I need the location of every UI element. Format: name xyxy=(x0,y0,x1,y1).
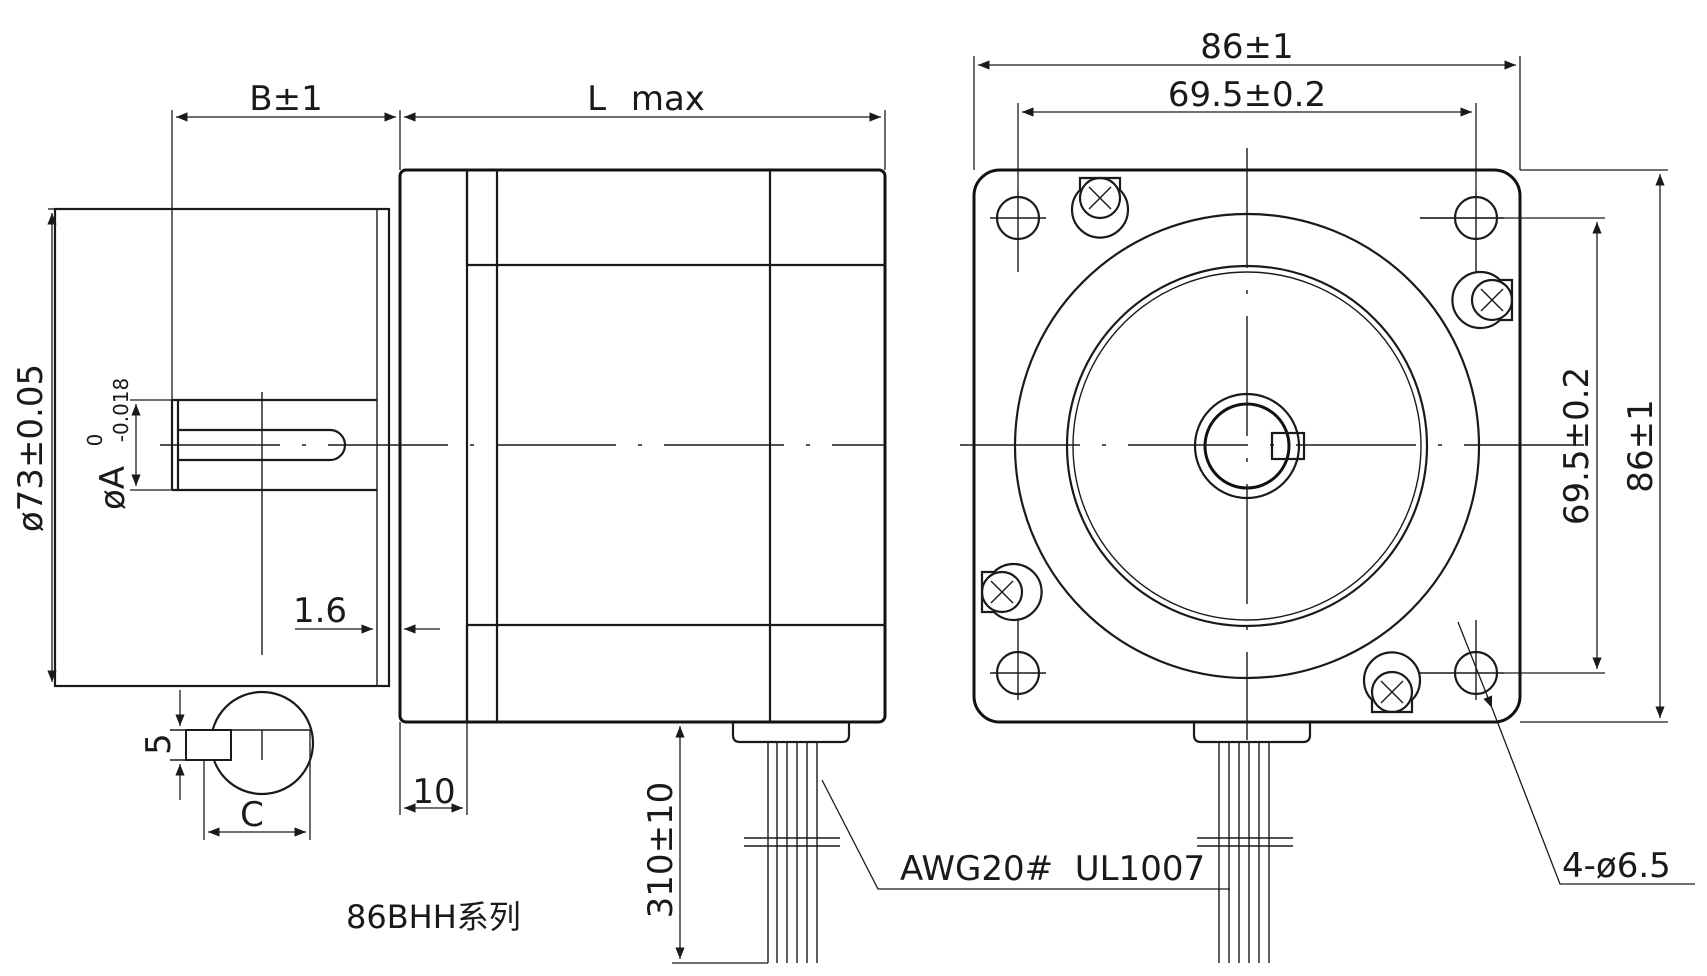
label-shaft-tol-upper: 0 xyxy=(83,434,107,447)
dimension-labels: B±1 L max ø73±0.05 øA 0 -0.018 1.6 10 5 … xyxy=(11,27,1671,936)
screw xyxy=(1070,176,1130,239)
lead-wires-front xyxy=(1197,742,1293,963)
label-body-length: L max xyxy=(587,79,705,119)
label-hole-spacing-y: 69.5±0.2 xyxy=(1557,367,1597,525)
label-wire-spec: AWG20# UL1007 xyxy=(900,849,1205,889)
label-flat-width: C xyxy=(240,795,264,835)
lead-wires-side xyxy=(744,742,840,963)
mount-hole xyxy=(990,620,1046,700)
mount-hole xyxy=(990,190,1046,272)
shaft-section xyxy=(170,690,315,796)
label-pilot-diameter: ø73±0.05 xyxy=(11,364,51,532)
label-mount-holes: 4-ø6.5 xyxy=(1562,846,1671,886)
front-view xyxy=(960,148,1600,744)
series-label: 86BHH系列 xyxy=(346,898,521,936)
label-lead-length: 310±10 xyxy=(641,782,681,919)
label-pilot-depth: 1.6 xyxy=(293,591,347,631)
label-shaft-diameter: øA xyxy=(93,466,133,510)
screw xyxy=(1362,651,1422,714)
screw xyxy=(1451,270,1514,330)
label-shaft-length: B±1 xyxy=(249,79,322,119)
mount-hole xyxy=(1420,620,1504,700)
label-hole-spacing-x: 69.5±0.2 xyxy=(1168,75,1326,115)
label-flange-width: 86±1 xyxy=(1200,27,1293,67)
label-flange-thickness: 10 xyxy=(412,772,455,812)
label-flange-height: 86±1 xyxy=(1621,399,1661,492)
dimension-lines xyxy=(47,56,1695,964)
label-shaft-tol-lower: -0.018 xyxy=(109,378,133,442)
mount-hole xyxy=(1420,190,1504,272)
motor-body xyxy=(398,168,887,724)
label-flat-depth: 5 xyxy=(139,733,179,755)
screw xyxy=(980,562,1043,622)
side-view xyxy=(53,168,887,744)
